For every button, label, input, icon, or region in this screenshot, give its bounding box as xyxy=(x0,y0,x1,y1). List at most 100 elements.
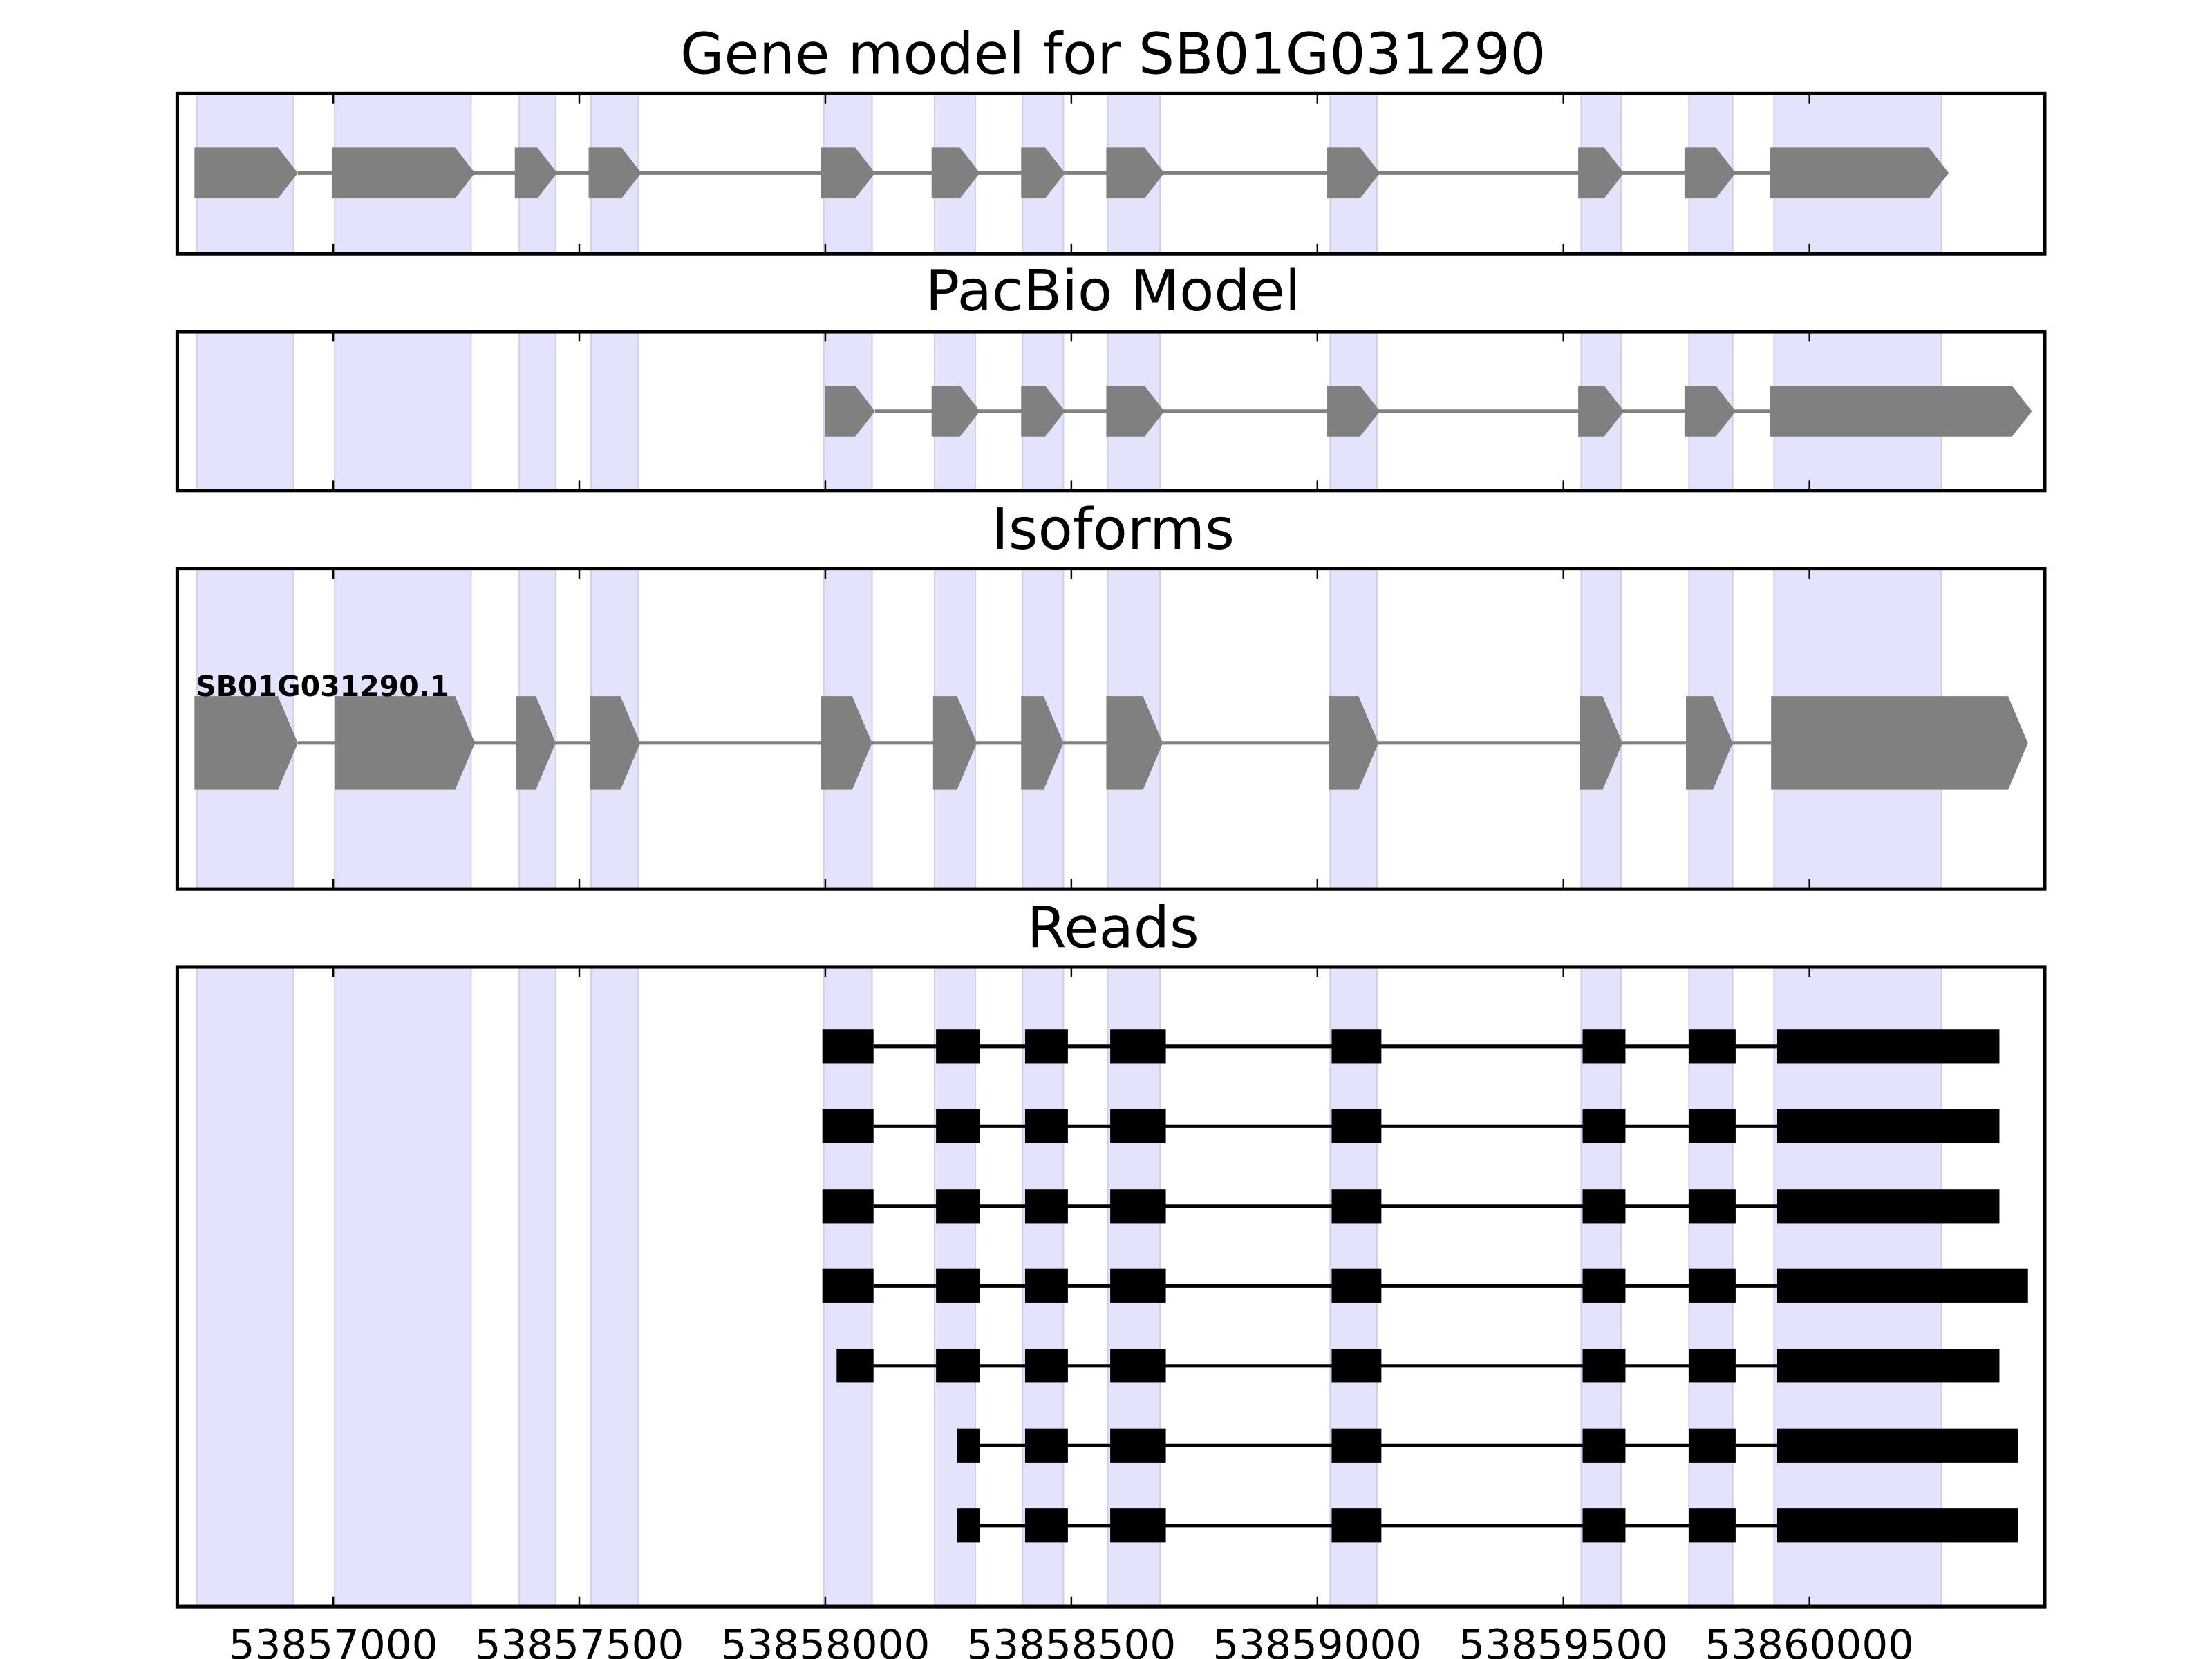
panel-title-reads: Reads xyxy=(1027,895,1199,961)
read-block xyxy=(1689,1268,1736,1303)
x-tick-label: 53858500 xyxy=(967,1622,1177,1659)
read-block xyxy=(1582,1428,1626,1463)
exon-shade xyxy=(518,966,556,1608)
read-block xyxy=(1689,1349,1736,1383)
read-block xyxy=(1582,1508,1626,1543)
read-block xyxy=(1331,1268,1382,1303)
read-block xyxy=(1024,1189,1068,1224)
read-block xyxy=(1110,1268,1166,1303)
exon xyxy=(588,147,641,199)
read-block xyxy=(1331,1349,1382,1383)
read-block xyxy=(1689,1029,1736,1064)
exon xyxy=(1685,696,1733,790)
read-block xyxy=(1776,1029,2000,1064)
read-block xyxy=(957,1428,980,1463)
x-tick-label: 53859000 xyxy=(1212,1622,1422,1659)
panel-title-pacbio: PacBio Model xyxy=(926,259,1301,324)
exon xyxy=(1578,147,1624,199)
read-block xyxy=(1776,1349,2000,1383)
read-block xyxy=(1331,1508,1382,1543)
exon xyxy=(1327,147,1380,199)
exon xyxy=(1771,696,2028,790)
read-block xyxy=(822,1189,874,1224)
read-block xyxy=(1689,1508,1736,1543)
read-block xyxy=(1331,1189,1382,1224)
panel-frame xyxy=(175,91,2047,256)
read-block xyxy=(1776,1508,2018,1543)
exon xyxy=(194,696,298,790)
exon xyxy=(1770,385,2032,437)
read-block xyxy=(1689,1109,1736,1143)
read-block xyxy=(1582,1029,1626,1064)
exon xyxy=(931,385,980,437)
panel-title-gene-model: Gene model for SB01G031290 xyxy=(680,22,1546,88)
exon xyxy=(821,696,872,790)
exon xyxy=(1021,696,1064,790)
read-block xyxy=(1110,1349,1166,1383)
read-block xyxy=(1582,1268,1626,1303)
exon xyxy=(1327,385,1380,437)
exon xyxy=(931,147,980,199)
exon-shade xyxy=(590,330,639,491)
exon-shade xyxy=(334,966,472,1608)
exon xyxy=(1770,147,1949,199)
read-block xyxy=(1776,1428,2018,1463)
read-block xyxy=(936,1029,980,1064)
x-tick-label: 53858000 xyxy=(721,1622,930,1659)
panel-1 xyxy=(175,330,2047,493)
exon xyxy=(331,147,476,199)
exon xyxy=(514,147,557,199)
exon xyxy=(1106,147,1165,199)
read-block xyxy=(822,1029,874,1064)
exon-shade xyxy=(196,966,294,1608)
panel-frame xyxy=(175,567,2047,891)
exon xyxy=(1106,696,1163,790)
exon xyxy=(194,147,298,199)
read-block xyxy=(1689,1428,1736,1463)
exon-shade xyxy=(334,330,472,491)
panel-3 xyxy=(175,965,2047,1609)
x-tick-label: 53859500 xyxy=(1459,1622,1668,1659)
exon xyxy=(821,147,875,199)
exon xyxy=(1329,696,1379,790)
read-block xyxy=(1582,1109,1626,1143)
exon xyxy=(1578,385,1624,437)
isoform-label: SB01G031290.1 xyxy=(196,670,449,703)
exon xyxy=(1106,385,1165,437)
read-block xyxy=(1110,1428,1166,1463)
exon xyxy=(1021,147,1065,199)
read-block xyxy=(1776,1268,2028,1303)
exon-shade xyxy=(518,330,556,491)
exon-shade xyxy=(196,330,294,491)
panel-frame xyxy=(175,965,2047,1609)
read-block xyxy=(1331,1109,1382,1143)
exon xyxy=(335,696,476,790)
panel-title-isoforms: Isoforms xyxy=(992,497,1235,563)
exon xyxy=(1684,385,1736,437)
read-block xyxy=(1024,1029,1068,1064)
exon xyxy=(825,385,875,437)
read-block xyxy=(822,1268,874,1303)
read-block xyxy=(1024,1109,1068,1143)
exon xyxy=(932,696,977,790)
read-block xyxy=(936,1268,980,1303)
read-block xyxy=(1331,1428,1382,1463)
read-block xyxy=(1110,1109,1166,1143)
read-block xyxy=(936,1189,980,1224)
read-block xyxy=(1110,1189,1166,1224)
x-tick-label: 53860000 xyxy=(1705,1622,1914,1659)
read-block xyxy=(1582,1349,1626,1383)
exon xyxy=(1580,696,1623,790)
read-block xyxy=(1110,1029,1166,1064)
read-block xyxy=(1110,1508,1166,1543)
read-block xyxy=(1024,1268,1068,1303)
read-block xyxy=(936,1349,980,1383)
panel-2 xyxy=(175,567,2047,891)
exon-shade xyxy=(590,966,639,1608)
read-block xyxy=(1776,1189,2000,1224)
read-block xyxy=(936,1109,980,1143)
panel-0 xyxy=(175,91,2047,256)
read-block xyxy=(1776,1109,2000,1143)
read-block xyxy=(1024,1349,1068,1383)
